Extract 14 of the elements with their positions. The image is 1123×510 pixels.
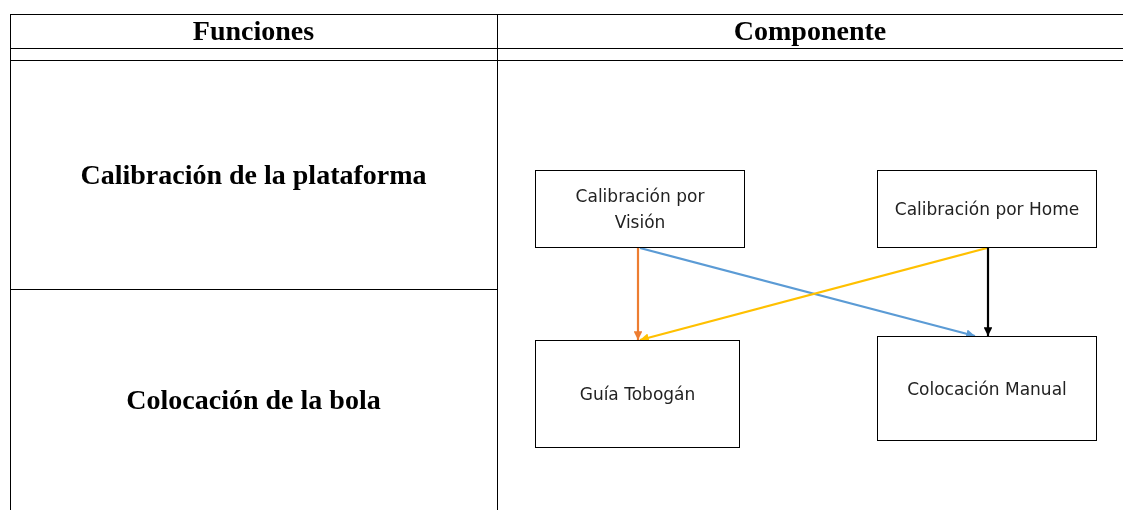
column-header: Componente	[733, 15, 887, 47]
process-box	[535, 340, 740, 448]
box-label: Guía Tobogán	[579, 383, 696, 406]
row-label: Colocación de la bola	[126, 384, 381, 416]
process-box	[535, 170, 745, 248]
column-header: Funciones	[192, 15, 315, 47]
box-label: Colocación Manual	[907, 377, 1067, 401]
row-label: Calibración de la plataforma	[80, 158, 427, 191]
box-label: Calibración por Visión	[574, 185, 706, 234]
arrow	[633, 248, 643, 340]
box-label: Calibración por Home	[894, 198, 1080, 221]
process-box	[877, 170, 1097, 248]
arrow	[983, 248, 993, 336]
process-box	[877, 336, 1097, 441]
